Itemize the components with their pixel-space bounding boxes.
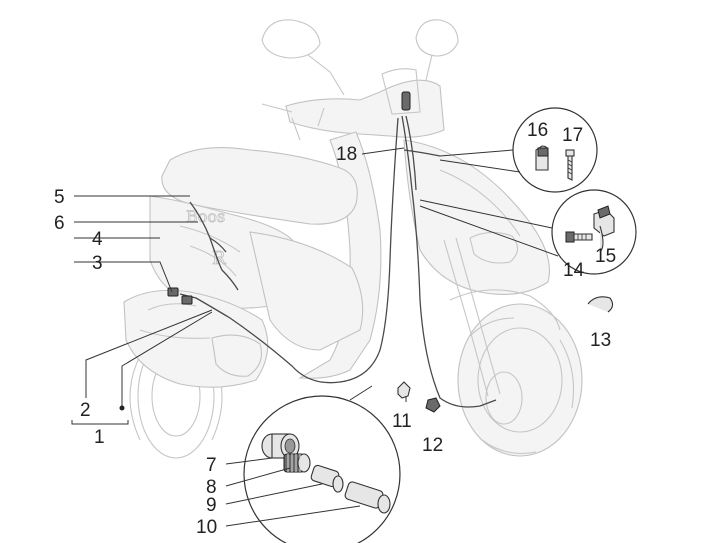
callout-labels: 1 2 3 4 5 6 7 8 9 10 11 12 13 14 15 16 1… [54,120,616,538]
cable-clip-small [425,397,441,413]
scooter-outline: Boos R [123,19,583,459]
rear-brake-cable [179,117,399,384]
callout-18: 18 [336,144,357,165]
front-wheel [457,303,583,457]
front-brake-cable [401,115,497,408]
bracket-detail-inset [419,189,637,275]
callout-12: 12 [422,435,443,456]
bracket-bolt [565,231,593,243]
cable-clip [397,381,411,399]
grip-end-cap [261,433,300,459]
callout-4: 4 [92,229,103,250]
throttle-detail-inset [243,385,401,543]
handlebar-grip [344,481,391,514]
throttle-tube [310,464,344,493]
clamp-screw [565,149,575,181]
callout-13: 13 [590,330,611,351]
callout-9: 9 [206,495,217,516]
callout-5: 5 [54,187,65,208]
callout-14: 14 [563,260,585,281]
callout-11: 11 [392,411,412,432]
callout-10: 10 [196,517,217,538]
callout-7: 7 [206,455,217,476]
callout-6: 6 [54,213,65,234]
right-mirror [415,19,459,57]
callout-15: 15 [595,246,616,267]
callout-3: 3 [92,253,103,274]
cable-runs [167,91,497,408]
throttle-spring-sleeve [283,453,311,473]
svg-text:Boos: Boos [186,207,225,226]
left-mirror [261,19,321,59]
callout-16: 16 [527,120,548,141]
callout-1: 1 [94,427,105,448]
leader-lines [71,147,407,527]
callout-8: 8 [206,477,217,498]
cable-tie-ring [587,296,614,313]
callout-2: 2 [80,400,91,421]
callout-2-anchor-dot [119,405,125,411]
cable-bracket [593,205,615,253]
callout-17: 17 [562,125,583,146]
clamp-detail-inset [439,107,598,193]
seat-lock-cable [189,201,239,291]
loose-parts [397,296,614,413]
